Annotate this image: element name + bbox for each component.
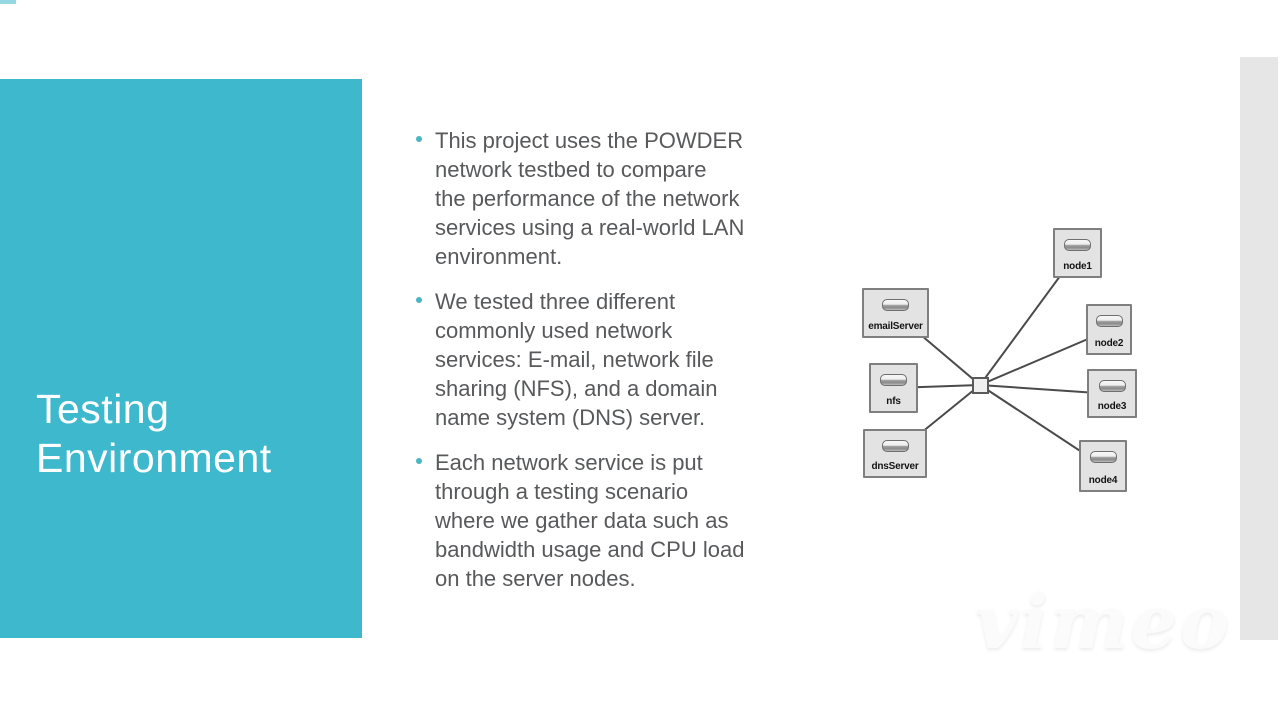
corner-accent-mark (0, 0, 16, 4)
node-label: node4 (1088, 475, 1118, 486)
node-node4: node4 (1079, 440, 1127, 492)
bullet-text: This project uses the POWDER network tes… (435, 128, 745, 269)
node-label: emailServer (868, 321, 923, 332)
node-dns-server: dnsServer (863, 429, 927, 478)
node-label: dnsServer (871, 461, 919, 472)
node-label: nfs (886, 396, 901, 407)
server-icon (882, 299, 909, 311)
node-node1: node1 (1053, 228, 1102, 278)
bullet-item: This project uses the POWDER network tes… (410, 126, 840, 271)
bullet-list: This project uses the POWDER network tes… (410, 126, 840, 609)
server-icon (1098, 380, 1126, 392)
server-icon (1095, 315, 1123, 327)
page-title: Testing Environment (36, 386, 272, 481)
bullet-dot-icon (416, 136, 422, 142)
bullet-item: We tested three different commonly used … (410, 287, 840, 432)
bullet-text: Each network service is put through a te… (435, 450, 745, 591)
bullet-text: We tested three different commonly used … (435, 289, 718, 430)
right-edge-bar (1240, 57, 1278, 640)
node-nfs: nfs (869, 363, 918, 413)
server-icon (1089, 451, 1117, 463)
bullet-item: Each network service is put through a te… (410, 448, 840, 593)
title-panel: Testing Environment (0, 79, 362, 638)
node-label: node3 (1097, 401, 1127, 412)
node-node2: node2 (1086, 304, 1132, 355)
server-icon (880, 374, 907, 386)
node-email-server: emailServer (862, 288, 929, 338)
bullet-dot-icon (416, 458, 422, 464)
server-icon (1064, 239, 1091, 251)
node-label: node1 (1063, 261, 1092, 272)
bullet-dot-icon (416, 297, 422, 303)
node-node3: node3 (1087, 369, 1137, 418)
lan-switch (972, 377, 989, 394)
node-label: node2 (1094, 338, 1124, 349)
server-icon (881, 440, 909, 452)
vimeo-watermark: vimeo (975, 580, 1231, 666)
